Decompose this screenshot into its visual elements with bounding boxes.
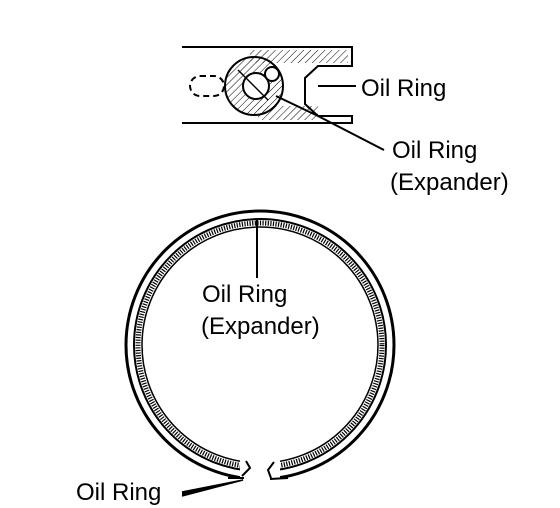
ring-gap-bottom-right — [269, 477, 289, 480]
expander-small-ball — [264, 66, 280, 82]
leader-oil-ring-expander — [275, 95, 385, 151]
label-oil-ring-expander-ring-line1: Oil Ring — [202, 281, 287, 308]
section-gap-line — [237, 69, 269, 101]
oil-ring-outer-edge — [124, 209, 396, 481]
expander-coil-band — [135, 220, 385, 470]
oil-ring-inner-edge — [133, 218, 387, 472]
expander-coil-dashed — [189, 75, 225, 97]
oil-ring-section-inner — [242, 72, 270, 100]
label-oil-ring-section: Oil Ring — [361, 75, 446, 102]
piston-land-outline — [182, 46, 353, 124]
label-oil-ring-expander-ring-line2: (Expander) — [201, 313, 320, 340]
leader-ring-gap — [181, 479, 244, 497]
upper-land-hatch — [250, 50, 348, 63]
label-oil-ring-expander-section-line2: (Expander) — [390, 169, 509, 196]
label-oil-ring-gap: Oil Ring — [76, 479, 161, 506]
ring-gap-mask — [240, 455, 280, 485]
ring-gap-right-end — [266, 461, 275, 479]
label-oil-ring-expander-section-line1: Oil Ring — [392, 137, 477, 164]
expander-inner-edge — [141, 226, 379, 464]
oil-ring-top-view — [124, 209, 396, 497]
piston-ring-cross-section — [182, 46, 385, 151]
ring-gap-left-end — [241, 460, 252, 477]
